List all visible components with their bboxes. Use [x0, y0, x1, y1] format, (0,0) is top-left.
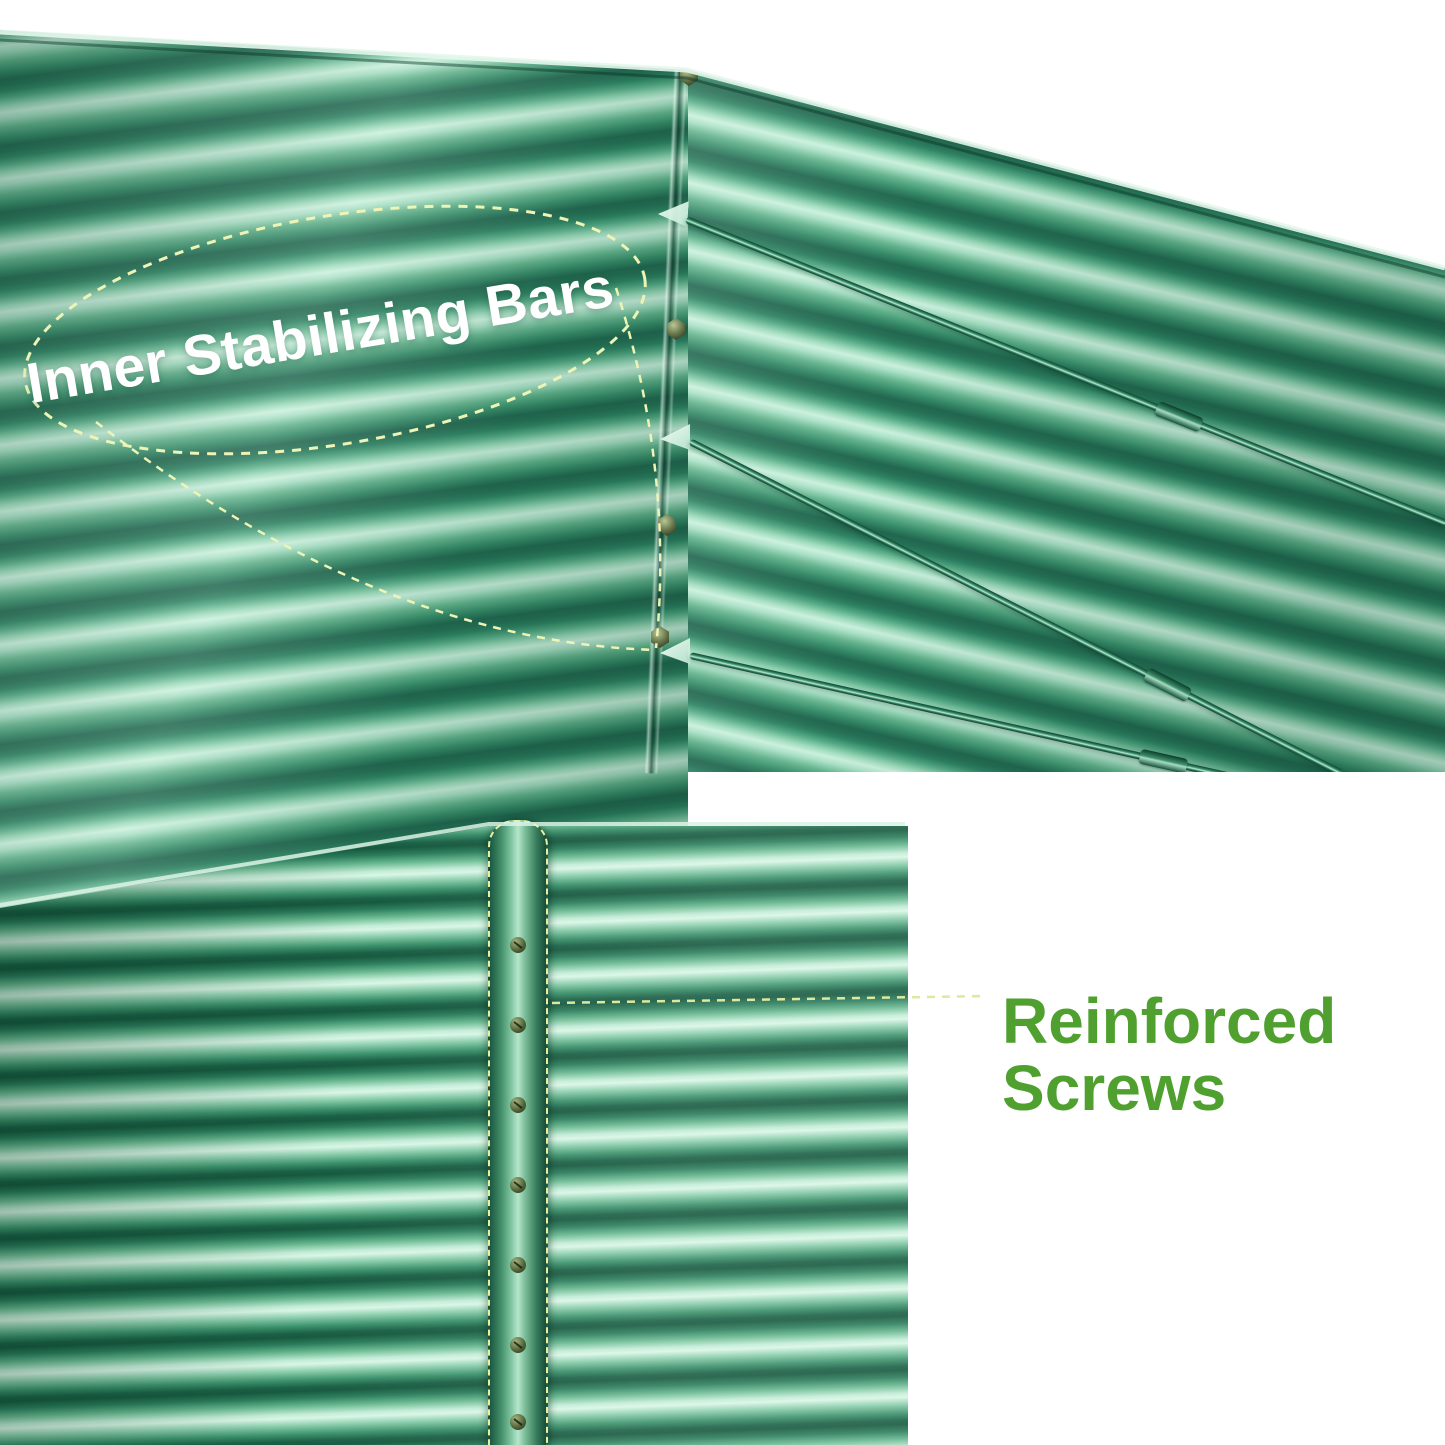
lighting-sheen: [688, 30, 1445, 772]
strip-screw-icon: [510, 1097, 526, 1113]
callout-reinforced-line2: Screws: [1002, 1052, 1227, 1125]
left-metal-panel: [0, 30, 688, 912]
strip-screw-icon: [510, 1414, 526, 1430]
lighting-sheen: [0, 826, 908, 1445]
corner-reinforcement-strip: [488, 820, 548, 1445]
strip-screw-icon: [510, 1017, 526, 1033]
lighting-sheen: [0, 30, 688, 912]
strip-screw-icon: [510, 1177, 526, 1193]
strip-screw-icon: [510, 1337, 526, 1353]
seam-screw-icon: [667, 318, 685, 340]
callout-reinforced-screws: Reinforced Screws: [1002, 985, 1337, 1125]
strip-screw-icon: [510, 937, 526, 953]
seam-screw-icon: [658, 514, 676, 536]
strip-screw-icon: [510, 1257, 526, 1273]
callout-reinforced-line1: Reinforced: [1002, 985, 1337, 1057]
right-metal-panel: [688, 30, 1445, 772]
